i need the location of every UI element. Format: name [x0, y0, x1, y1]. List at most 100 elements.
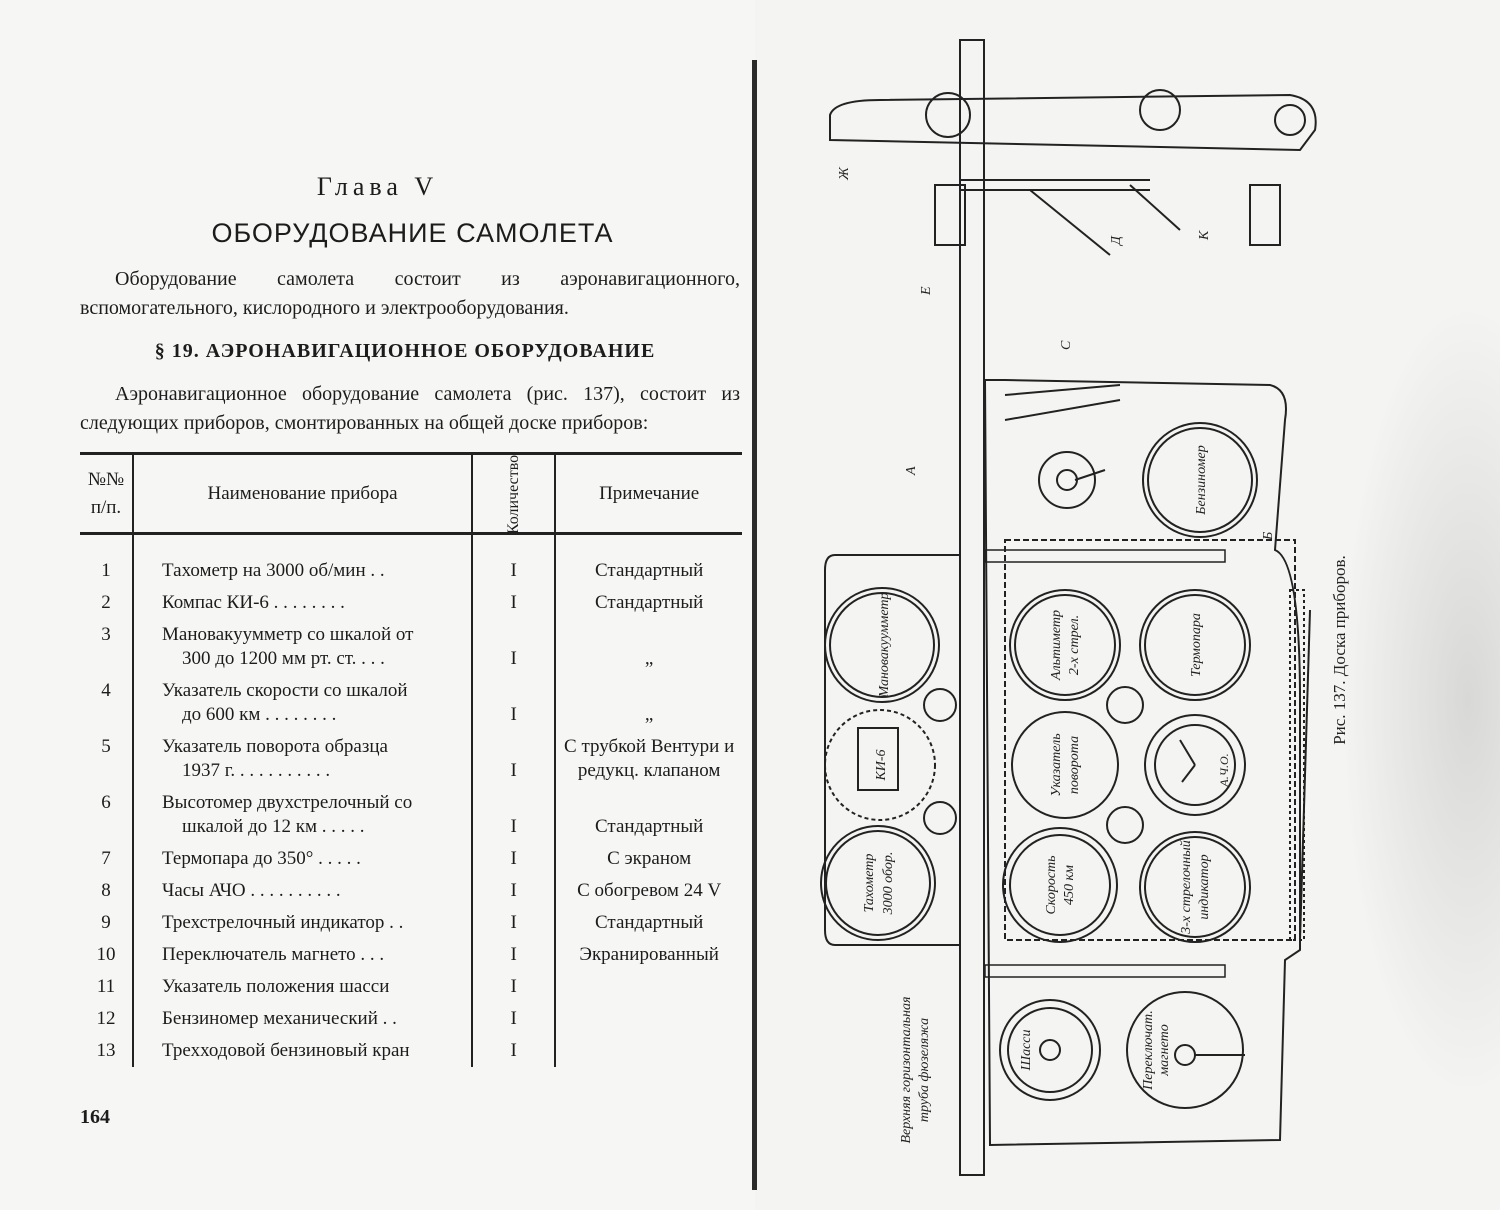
- tube-label-2: труба фюзеляжа: [917, 1018, 932, 1122]
- row-number: 12: [96, 1008, 116, 1029]
- note: [555, 971, 742, 1003]
- letter-b: Б: [1261, 532, 1276, 541]
- instrument-name: Высотомер двухстрелочный со: [162, 792, 413, 813]
- turn-indicator-gauge: [1011, 711, 1119, 819]
- page-shadow: [1340, 300, 1500, 1100]
- row-number: 1: [101, 560, 111, 581]
- quantity: I: [470, 587, 557, 619]
- letter-c: С: [1059, 340, 1074, 350]
- instrument-name: Термопара до 350° . . . . .: [162, 848, 361, 869]
- instrument-name: Переключатель магнето . . .: [162, 944, 385, 965]
- upper-frame: [829, 39, 1317, 1176]
- instrument-name: Компас КИ-6 . . . . . . . .: [162, 592, 345, 613]
- gauge-label: 2-х стрел.: [1067, 615, 1082, 675]
- page-number: 164: [80, 1106, 110, 1128]
- section-heading: § 19. АЭРОНАВИГАЦИОННОЕ ОБОРУДОВАНИЕ: [154, 340, 656, 362]
- clock-gauge: [1144, 714, 1246, 816]
- note: Экранированный: [579, 944, 719, 965]
- quantity: I: [470, 875, 557, 907]
- gauge-label: Указатель: [1049, 733, 1064, 796]
- quantity: I: [470, 971, 557, 1003]
- table-row: 5 Указатель поворота образца 1937 г. . . .…: [80, 731, 742, 787]
- instrument-name: Тахометр на 3000 об/мин . .: [162, 560, 385, 581]
- gauge-label: индикатор: [1197, 854, 1212, 919]
- row-number: 10: [96, 944, 116, 965]
- note: „: [644, 704, 654, 725]
- letter-zh: Ж: [837, 166, 852, 181]
- row-number: 7: [101, 848, 111, 869]
- fuel-valve: [1038, 451, 1106, 509]
- letter-a: А: [904, 466, 919, 476]
- fuel-gauge: [1142, 422, 1258, 538]
- quantity: I: [470, 731, 557, 787]
- gauge-label: 3000 обор.: [881, 852, 896, 916]
- gauge-label: Мановакуумметр: [877, 592, 892, 698]
- gauge-labels: Мановакуумметр КИ-6 Тахометр 3000 обор. …: [862, 445, 1349, 1143]
- row-number: 8: [101, 880, 111, 901]
- instrument-name-cont: шкалой до 12 км . . . . .: [182, 816, 365, 837]
- figure-letters: Ж Е Д К С Б А: [837, 166, 1276, 541]
- quantity: I: [470, 843, 557, 875]
- gauges: [820, 422, 1258, 1109]
- note: Стандартный: [594, 912, 704, 933]
- gauge-label: Скорость: [1044, 855, 1059, 914]
- note: [555, 1035, 742, 1067]
- chapter-heading: Глава V: [316, 172, 439, 201]
- left-page: Глава V ОБОРУДОВАНИЕ САМОЛЕТА Оборудован…: [80, 172, 742, 1128]
- gauge-label: магнето: [1157, 1024, 1172, 1076]
- row-number: 9: [101, 912, 111, 933]
- section-paragraph: Аэронавигационное оборудование самолета …: [80, 383, 740, 434]
- note: Стандартный: [594, 816, 704, 837]
- instrument-name: Трехстрелочный индикатор . .: [162, 912, 404, 933]
- airspeed-gauge: [1002, 827, 1118, 943]
- quantity: I: [470, 619, 557, 675]
- gauge-label: 450 км: [1062, 865, 1077, 905]
- quantity: I: [470, 675, 557, 731]
- header-name: Наименование прибора: [132, 453, 472, 534]
- row-number: 3: [101, 624, 111, 645]
- instrument-name: Указатель положения шасси: [162, 976, 390, 997]
- compass-gauge: [824, 709, 936, 821]
- altimeter-gauge: [1009, 589, 1121, 701]
- letter-k: К: [1197, 230, 1212, 241]
- row-number: 4: [101, 680, 111, 701]
- row-number: 13: [96, 1040, 116, 1061]
- gauge-label: 3-х стрелочный: [1179, 840, 1194, 935]
- tachometer-gauge: [820, 825, 936, 941]
- gauge-label: Шасси: [1019, 1029, 1034, 1071]
- quantity: I: [470, 533, 557, 587]
- note: „: [644, 648, 654, 669]
- instrument-table: №№ п/п. Наименование прибора Количество …: [80, 452, 742, 1067]
- note: Стандартный: [594, 592, 704, 613]
- letter-d: Д: [1109, 235, 1124, 247]
- quantity: I: [470, 939, 557, 971]
- instrument-name: Бензиномер механический . .: [162, 1008, 397, 1029]
- note: С экраном: [607, 848, 692, 869]
- table-row: 10 Переключатель магнето . . . I Экранирова…: [80, 939, 742, 971]
- gauge-label: Термопара: [1189, 613, 1204, 677]
- gauge-label: Альтиметр: [1049, 610, 1064, 681]
- magneto-switch: [1126, 991, 1245, 1109]
- instrument-name-cont: 300 до 1200 мм рт. ст. . . .: [182, 648, 385, 669]
- instrument-name: Указатель поворота образца: [162, 736, 388, 757]
- chapter-title: ОБОРУДОВАНИЕ САМОЛЕТА: [211, 218, 614, 248]
- row-number: 6: [101, 792, 111, 813]
- header-qty: Количество: [505, 454, 523, 534]
- figure-caption: Рис. 137. Доска приборов.: [1330, 555, 1349, 745]
- thermocouple-gauge: [1139, 589, 1251, 701]
- table-row: 6 Высотомер двухстрелочный со шкалой до 12…: [80, 787, 742, 843]
- table-header-row: №№ п/п. Наименование прибора Количество …: [80, 453, 742, 534]
- instrument-name-cont: 1937 г. . . . . . . . . . .: [182, 760, 331, 781]
- tube-label: Верхняя горизонтальная: [899, 996, 914, 1143]
- note: [555, 1003, 742, 1035]
- gauge-label: Переключат.: [1141, 1010, 1156, 1091]
- row-number: 2: [101, 592, 111, 613]
- row-number: 5: [101, 736, 111, 757]
- manovacuum-gauge: [824, 587, 940, 703]
